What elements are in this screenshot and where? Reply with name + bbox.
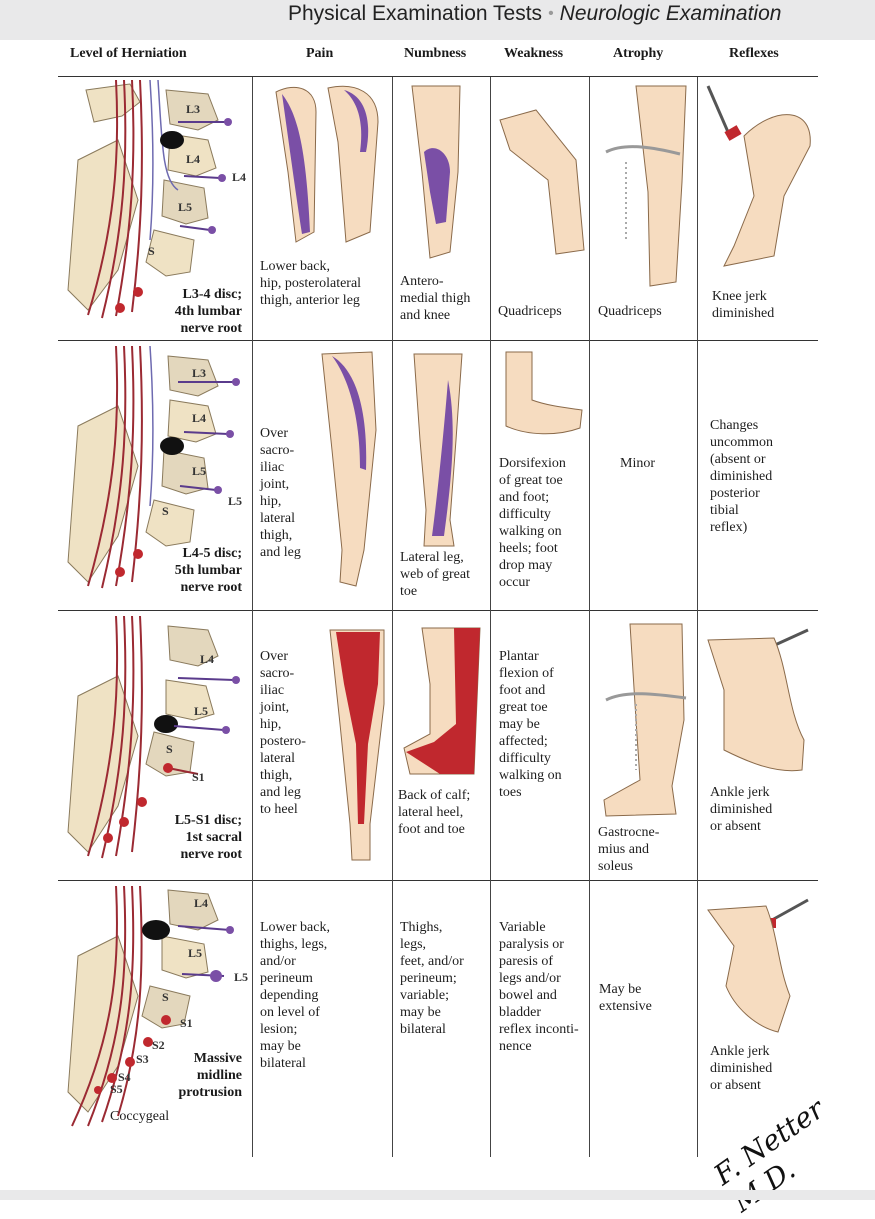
title-sub: Neurologic Examination xyxy=(559,2,782,25)
table-rule-row1 xyxy=(58,340,818,341)
numbness-text: Antero- medial thigh and knee xyxy=(400,274,471,323)
reflex-text: Ankle jerk diminished or absent xyxy=(710,1044,773,1093)
weakness-illustration xyxy=(505,351,583,435)
nerve-root-label: L4 xyxy=(232,170,247,184)
vertebra-label: S xyxy=(166,742,173,756)
sacral-label: S5 xyxy=(110,1082,123,1096)
column-divider xyxy=(490,77,491,1157)
column-header-atrophy: Atrophy xyxy=(613,46,664,61)
pain-text: Over sacro- iliac joint, hip, postero- l… xyxy=(260,649,306,817)
disc-label: L5-S1 disc; 1st sacral nerve root xyxy=(174,813,242,862)
pain-text: Lower back, hip, posterolateral thigh, a… xyxy=(260,259,362,308)
disc-label: Massive midline protrusion xyxy=(178,1051,242,1100)
vertebra-label: L5 xyxy=(194,704,209,718)
numbness-illustration xyxy=(413,353,463,547)
sacral-label: S4 xyxy=(118,1070,131,1084)
reflex-text: Knee jerk diminished xyxy=(712,289,775,321)
sacral-label: S1 xyxy=(180,1016,193,1030)
pain-text: Over sacro- iliac joint, hip, lateral th… xyxy=(260,426,301,560)
weakness-text: Variable paralysis or paresis of legs an… xyxy=(499,920,579,1054)
spine-illustration xyxy=(67,885,234,1127)
weakness-text: Dorsifexion of great toe and foot; diffi… xyxy=(499,456,566,590)
vertebra-label: L3 xyxy=(186,102,201,116)
table-rule-row2 xyxy=(58,610,818,611)
pain-illustration xyxy=(329,629,385,861)
title-main: Physical Examination Tests xyxy=(288,2,543,25)
spine-illustration xyxy=(67,79,232,319)
numbness-illustration xyxy=(411,85,461,259)
atrophy-illustration xyxy=(605,85,687,287)
spine-illustration xyxy=(67,615,240,859)
reflex-illustration xyxy=(707,898,809,1033)
column-header-weakness: Weakness xyxy=(504,46,564,61)
vertebra-label: L5 xyxy=(192,464,207,478)
reflex-illustration xyxy=(707,628,809,772)
pain-illustration xyxy=(321,351,377,587)
vertebra-label: L4 xyxy=(186,152,201,166)
atrophy-illustration xyxy=(603,623,687,817)
numbness-illustration xyxy=(403,627,481,775)
vertebra-label: L3 xyxy=(192,366,207,380)
reflex-text: Changes uncommon (absent or diminished p… xyxy=(710,418,773,535)
column-divider xyxy=(589,77,590,1157)
column-header-level: Level of Herniation xyxy=(70,46,187,61)
vertebra-label: S xyxy=(148,244,155,258)
column-divider xyxy=(697,77,698,1157)
reflex-text: Ankle jerk diminished or absent xyxy=(710,785,773,834)
vertebra-label: L4 xyxy=(200,652,215,666)
coccygeal-label: Coccygeal xyxy=(110,1109,170,1124)
column-header-numbness: Numbness xyxy=(404,46,467,61)
atrophy-text: Quadriceps xyxy=(598,304,662,319)
column-divider xyxy=(392,77,393,1157)
weakness-text: Plantar flexion of foot and great toe ma… xyxy=(499,649,562,800)
table-rule-row3 xyxy=(58,880,818,881)
vertebra-label: S xyxy=(162,504,169,518)
numbness-text: Lateral leg, web of great toe xyxy=(400,550,470,599)
column-header-reflexes: Reflexes xyxy=(729,46,779,61)
weakness-text: Quadriceps xyxy=(498,304,562,319)
weakness-illustration xyxy=(499,109,585,255)
pain-text: Lower back, thighs, legs, and/or perineu… xyxy=(260,920,330,1071)
footer-bar xyxy=(0,1190,875,1200)
atrophy-text: May be extensive xyxy=(599,982,652,1014)
numbness-text: Thighs, legs, feet, and/or perineum; var… xyxy=(400,920,464,1037)
nerve-root-label: L5 xyxy=(234,970,249,984)
sacral-label: S2 xyxy=(152,1038,165,1052)
header-bar xyxy=(0,0,875,40)
column-divider xyxy=(252,77,253,1157)
pain-illustration xyxy=(275,85,379,243)
reflex-illustration xyxy=(706,85,811,267)
title-separator: • xyxy=(548,5,554,22)
disc-label: L3-4 disc; 4th lumbar nerve root xyxy=(174,287,242,336)
column-header-pain: Pain xyxy=(306,46,334,61)
numbness-text: Back of calf; lateral heel, foot and toe xyxy=(398,788,471,837)
page-title: Physical Examination Tests • Neurologic Ex… xyxy=(288,2,781,26)
vertebra-label: L5 xyxy=(178,200,193,214)
spine-illustration xyxy=(67,345,240,589)
sacral-label: S3 xyxy=(136,1052,149,1066)
nerve-root-label: S1 xyxy=(192,770,205,784)
vertebra-label: L5 xyxy=(188,946,203,960)
table-rule-top xyxy=(58,76,818,77)
disc-label: L4-5 disc; 5th lumbar nerve root xyxy=(174,546,242,595)
vertebra-label: L4 xyxy=(194,896,209,910)
atrophy-text: Gastrocne- mius and soleus xyxy=(598,825,660,874)
nerve-root-label: L5 xyxy=(228,494,243,508)
vertebra-label: L4 xyxy=(192,411,207,425)
vertebra-label: S xyxy=(162,990,169,1004)
atrophy-text: Minor xyxy=(620,456,655,471)
